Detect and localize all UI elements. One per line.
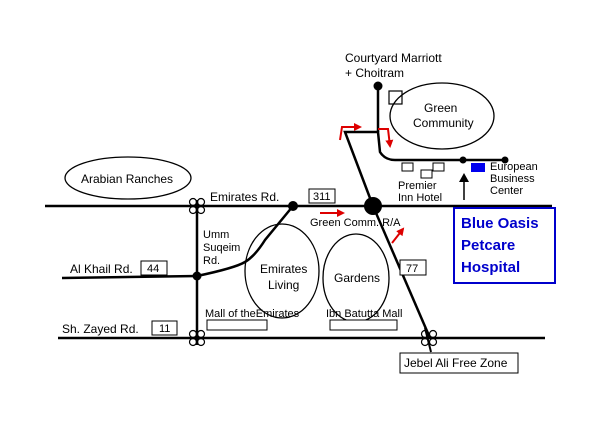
arabian-ranches-area <box>64 156 192 200</box>
jebel-ali-label: Jebel Ali Free Zone <box>404 356 508 370</box>
courtyard-dot <box>373 81 383 91</box>
al-khail-rd-num: 44 <box>147 263 159 275</box>
green-comm-ra-label: Green Comm. R/A <box>310 217 401 229</box>
destination-line-2: Petcare <box>461 237 515 254</box>
emirates-living-area <box>244 223 320 319</box>
european-business-center-label-3: Center <box>490 185 523 197</box>
destination-line-1: Blue Oasis <box>461 215 539 232</box>
emirates-rd-num: 311 <box>313 191 331 203</box>
ibn-batutta-label: Ibn Batutta Mall <box>326 308 402 320</box>
green-community-label-2: Community <box>413 116 474 130</box>
hotel-building-1 <box>401 162 414 172</box>
green-community-label-1: Green <box>424 101 457 115</box>
hotel-building-2 <box>420 169 433 179</box>
umm-suqeim-label-3: Rd. <box>203 255 220 267</box>
sh-zayed-rd-num-box <box>151 320 178 336</box>
green-community-end-dot <box>501 156 509 164</box>
interchange-emirates-umm-suqeim <box>188 197 206 215</box>
green-community-loop <box>343 130 505 207</box>
road-77-num-box <box>399 259 427 276</box>
umm-suqeim-label-1: Umm <box>203 229 229 241</box>
route-arrow-loop-down <box>378 128 394 148</box>
mall-of-emirates-box <box>206 319 268 331</box>
al-khail-rd-label: Al Khail Rd. <box>70 262 133 276</box>
umm-suqeim-label-2: Suqeim <box>203 242 240 254</box>
european-business-center-label-2: Business <box>490 173 535 185</box>
junction-dot <box>288 201 298 211</box>
emirates-rd-num-box <box>308 188 336 204</box>
courtyard-building <box>388 90 403 105</box>
road-77-num: 77 <box>406 263 418 275</box>
emirates-living-label-2: Living <box>268 278 299 292</box>
premier-inn-label-2: Inn Hotel <box>398 192 442 204</box>
al-khail-road <box>61 274 199 280</box>
business-center-pointer-icon <box>459 173 469 182</box>
premier-inn-label-1: Premier <box>398 180 437 192</box>
jebel-ali-box <box>399 352 519 374</box>
european-business-center-label-1: European <box>490 161 538 173</box>
business-center-marker <box>471 163 485 172</box>
interchange-sh-zayed-77 <box>420 329 438 347</box>
sh-zayed-rd-num: 11 <box>159 323 170 335</box>
green-community-area <box>389 82 495 150</box>
courtyard-label-2: + Choitram <box>345 66 404 80</box>
green-community-junction-dot <box>459 156 467 164</box>
emirates-rd-label: Emirates Rd. <box>210 190 279 204</box>
courtyard-label-1: Courtyard Marriott <box>345 51 442 65</box>
destination-box <box>453 207 556 284</box>
interchange-sh-zayed-umm-suqeim <box>188 329 206 347</box>
route-arrow-loop-top <box>339 123 362 141</box>
hotel-building-3 <box>432 162 445 172</box>
sh-zayed-rd-label: Sh. Zayed Rd. <box>62 322 139 336</box>
destination-line-3: Hospital <box>461 259 520 276</box>
al-khail-junction-dot <box>192 271 202 281</box>
gardens-label: Gardens <box>334 271 380 285</box>
al-khail-rd-num-box <box>140 260 168 276</box>
route-arrow-north <box>391 227 405 244</box>
mall-of-emirates-label: Mall of theEmirates <box>205 308 300 320</box>
ibn-batutta-box <box>329 319 398 331</box>
roundabout-dot <box>364 197 382 215</box>
arabian-ranches-label: Arabian Ranches <box>81 172 173 186</box>
emirates-living-label-1: Emirates <box>260 262 307 276</box>
